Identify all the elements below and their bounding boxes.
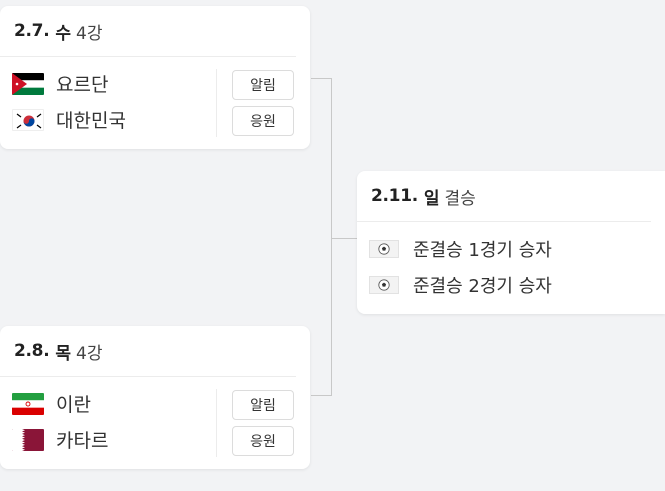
match-round: 결승	[444, 188, 476, 209]
team-name: 준결승 2경기 승자	[413, 276, 552, 297]
team-row: 요르단	[12, 70, 108, 97]
match-day: 수	[55, 23, 72, 44]
soccer-ball-icon	[369, 276, 399, 294]
team-row: 준결승 2경기 승자	[369, 272, 552, 298]
match-day: 목	[55, 343, 72, 364]
team-name: 카타르	[56, 430, 109, 452]
cheer-button[interactable]: 응원	[232, 106, 294, 136]
match-date: 2.11.	[371, 186, 418, 206]
match-date: 2.7.	[14, 21, 50, 41]
match-day: 일	[423, 188, 440, 209]
team-row: 이란	[12, 390, 91, 417]
match-header: 2.7. 수 4강	[0, 6, 296, 57]
qatar-flag-icon	[12, 428, 44, 451]
divider	[216, 389, 217, 457]
alert-button[interactable]: 알림	[232, 390, 294, 420]
iran-flag-icon	[12, 392, 44, 415]
team-name: 준결승 1경기 승자	[413, 240, 552, 261]
match-header: 2.8. 목 4강	[0, 326, 296, 377]
cheer-button[interactable]: 응원	[232, 426, 294, 456]
match-round: 4강	[76, 343, 103, 364]
bracket-connector	[311, 395, 331, 396]
bracket-connector	[311, 78, 331, 79]
match-card-semifinal-1: 2.7. 수 4강 요르단	[0, 6, 310, 149]
team-name: 이란	[56, 394, 91, 416]
soccer-ball-icon	[369, 240, 399, 258]
bracket-connector	[331, 78, 332, 396]
team-row: 준결승 1경기 승자	[369, 236, 552, 262]
bracket-connector	[331, 238, 357, 239]
team-row: 카타르	[12, 426, 108, 453]
team-name: 요르단	[56, 74, 109, 96]
match-card-semifinal-2: 2.8. 목 4강 이란 카타르	[0, 326, 310, 469]
match-header: 2.11. 일 결승	[357, 171, 651, 222]
team-name: 대한민국	[56, 110, 126, 132]
jordan-flag-icon	[12, 72, 44, 95]
team-row: 대한민국	[12, 106, 126, 133]
divider	[216, 69, 217, 137]
match-date: 2.8.	[14, 341, 50, 361]
south-korea-flag-icon	[12, 108, 44, 131]
match-card-final: 2.11. 일 결승 준결승 1경기 승자 준결승 2경기 승자	[357, 171, 665, 314]
match-round: 4강	[76, 23, 103, 44]
alert-button[interactable]: 알림	[232, 70, 294, 100]
